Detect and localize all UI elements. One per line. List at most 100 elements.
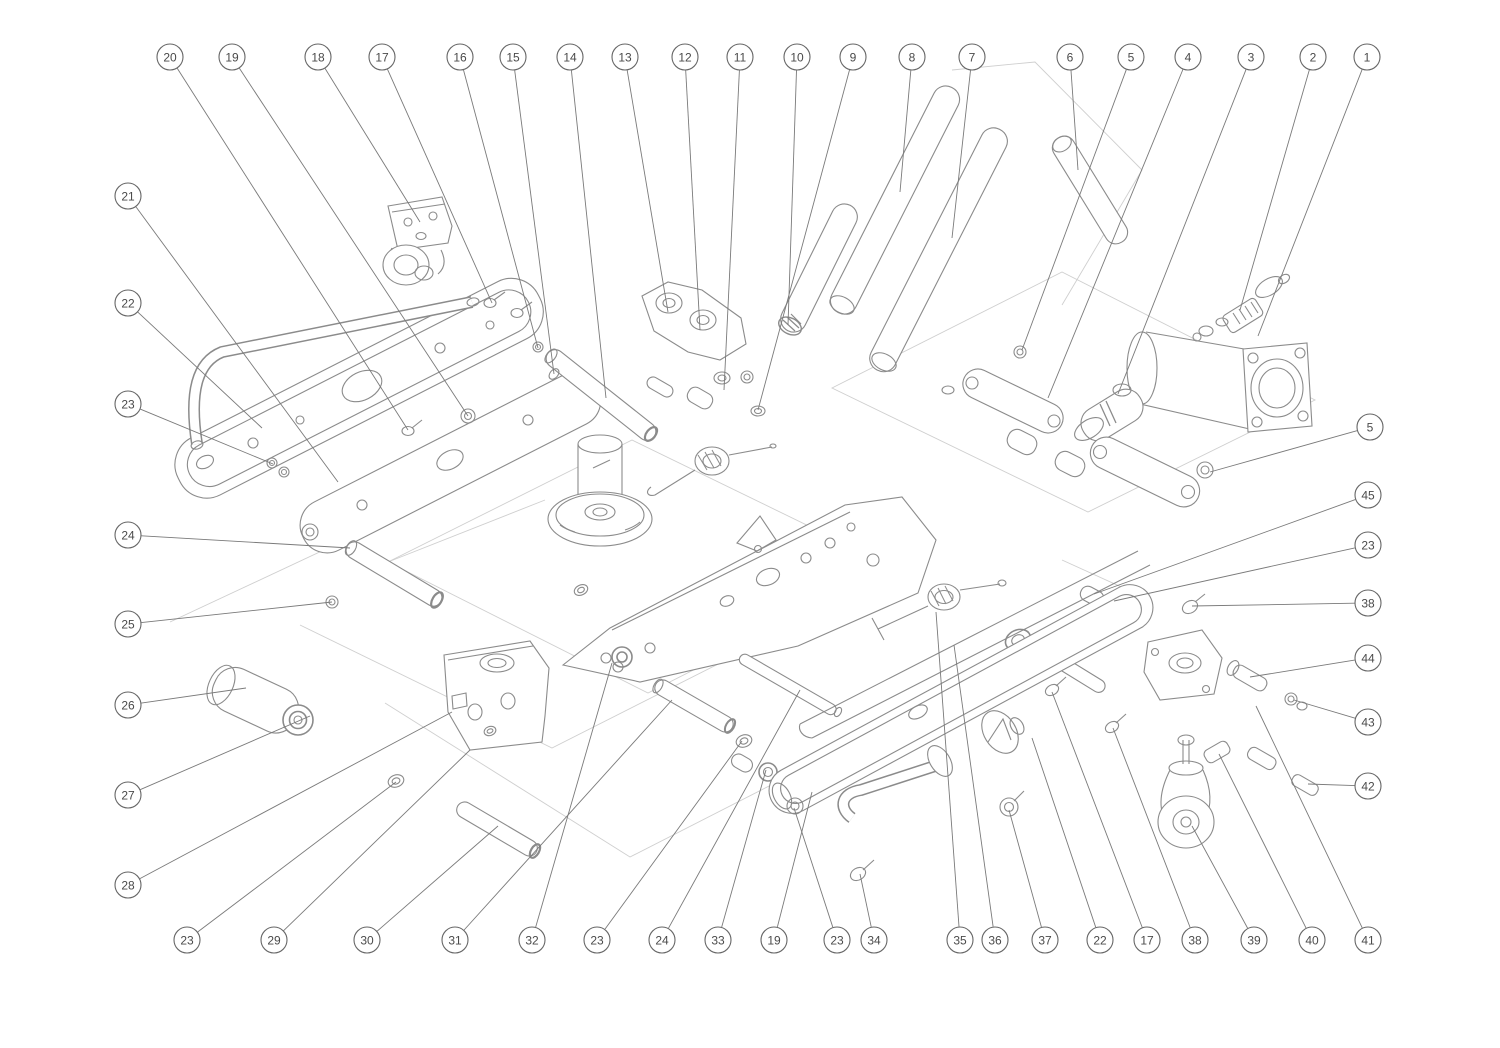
- balloon-number: 18: [311, 51, 325, 65]
- balloon-37-48: 37: [1031, 926, 1059, 954]
- artwork: [174, 85, 1319, 882]
- balloon-number: 28: [121, 879, 135, 893]
- pin-top: [532, 341, 659, 442]
- leader-line-3-17: [1117, 69, 1247, 395]
- balloon-number: 45: [1361, 489, 1375, 503]
- balloon-number: 40: [1305, 934, 1319, 948]
- leader-line-10-10: [787, 70, 797, 326]
- balloon-4-16: 4: [1174, 43, 1202, 71]
- balloon-number: 23: [590, 934, 604, 948]
- balloon-27-26: 27: [114, 781, 142, 809]
- balloon-number: 41: [1361, 934, 1375, 948]
- balloon-number: 30: [360, 934, 374, 948]
- leader-line-18-2: [324, 68, 421, 223]
- balloon-number: 43: [1361, 716, 1375, 730]
- balloon-5-28: 5: [1356, 413, 1384, 441]
- leader-line-12-8: [685, 70, 701, 331]
- leader-line-6-14: [1070, 70, 1079, 171]
- caster-rear: [1157, 734, 1231, 849]
- balloon-45-29: 45: [1354, 481, 1382, 509]
- balloon-9-11: 9: [839, 43, 867, 71]
- balloon-28-27: 28: [114, 871, 142, 899]
- balloon-number: 29: [267, 934, 281, 948]
- leader-line-26-25: [141, 687, 247, 704]
- balloon-number: 38: [1361, 597, 1375, 611]
- leader-line-21-20: [135, 206, 339, 483]
- leader-line-17-3: [387, 69, 493, 304]
- leader-line-28-27: [139, 711, 453, 879]
- balloon-number: 23: [121, 398, 135, 412]
- caster-bracket-rear: [1143, 629, 1223, 701]
- base-block: [443, 640, 550, 751]
- balloon-11-9: 11: [726, 43, 754, 71]
- pin-front: [266, 457, 444, 609]
- balloon-number: 42: [1361, 780, 1375, 794]
- balloon-23-40: 23: [583, 926, 611, 954]
- balloon-number: 15: [506, 51, 520, 65]
- balloon-number: 3: [1248, 51, 1255, 65]
- leader-line-42-34: [1307, 783, 1355, 787]
- balloon-number: 26: [121, 699, 135, 713]
- leader-line-22-21: [137, 311, 263, 429]
- leader-line-33-42: [721, 769, 767, 928]
- handle-bracket-tube: [188, 296, 480, 450]
- balloon-number: 24: [655, 934, 669, 948]
- leader-line-45-29: [1093, 499, 1356, 595]
- pump-piston: [1074, 383, 1144, 442]
- leader-lines: [135, 68, 1363, 933]
- leader-line-8-12: [899, 70, 912, 193]
- leader-line-23-30: [1113, 547, 1355, 602]
- leader-line-23-35: [197, 781, 397, 933]
- balloon-number: 22: [1093, 934, 1107, 948]
- leader-line-41-54: [1255, 705, 1363, 928]
- leader-line-44-32: [1249, 659, 1355, 678]
- spring-handle-front: [646, 443, 777, 496]
- balloon-14-6: 14: [556, 43, 584, 71]
- leader-line-2-18: [1239, 69, 1310, 311]
- balloon-number: 6: [1067, 51, 1074, 65]
- balloon-43-33: 43: [1354, 708, 1382, 736]
- leader-line-34-45: [859, 873, 872, 927]
- leader-line-39-52: [1191, 825, 1248, 929]
- balloon-26-25: 26: [114, 691, 142, 719]
- side-plate-left: [174, 277, 544, 499]
- leader-line-25-24: [141, 601, 333, 624]
- balloon-7-13: 7: [958, 43, 986, 71]
- release-valve: [1192, 273, 1291, 342]
- balloon-number: 35: [953, 934, 967, 948]
- leader-line-4-16: [1047, 69, 1184, 399]
- balloon-number: 4: [1185, 51, 1192, 65]
- balloon-13-7: 13: [611, 43, 639, 71]
- balloon-21-20: 21: [114, 182, 142, 210]
- balloon-number: 31: [448, 934, 462, 948]
- bolt-cluster-right: [1226, 660, 1319, 796]
- balloon-36-47: 36: [981, 926, 1009, 954]
- balloon-44-32: 44: [1354, 644, 1382, 672]
- leader-line-11-9: [723, 70, 740, 391]
- leader-line-19-43: [776, 791, 813, 928]
- balloon-number: 5: [1367, 421, 1374, 435]
- leader-line-20-0: [176, 68, 409, 431]
- balloon-16-4: 16: [446, 43, 474, 71]
- balloon-23-44: 23: [823, 926, 851, 954]
- balloon-number: 27: [121, 789, 135, 803]
- balloon-number: 36: [988, 934, 1002, 948]
- balloon-40-53: 40: [1298, 926, 1326, 954]
- leader-line-19-1: [239, 68, 469, 417]
- balloon-32-39: 32: [518, 926, 546, 954]
- leader-line-15-5: [514, 70, 555, 375]
- handle-tubes: [778, 85, 1129, 373]
- leader-line-43-33: [1293, 699, 1356, 719]
- balloon-number: 39: [1247, 934, 1261, 948]
- balloon-number: 44: [1361, 652, 1375, 666]
- balloon-number: 25: [121, 618, 135, 632]
- balloon-number: 11: [734, 51, 747, 65]
- balloon-number: 23: [830, 934, 844, 948]
- leader-line-22-49: [1031, 737, 1097, 928]
- balloon-22-21: 22: [114, 289, 142, 317]
- leader-line-23-22: [140, 408, 274, 465]
- leader-line-1-19: [1257, 69, 1363, 337]
- balloon-number: 5: [1128, 51, 1135, 65]
